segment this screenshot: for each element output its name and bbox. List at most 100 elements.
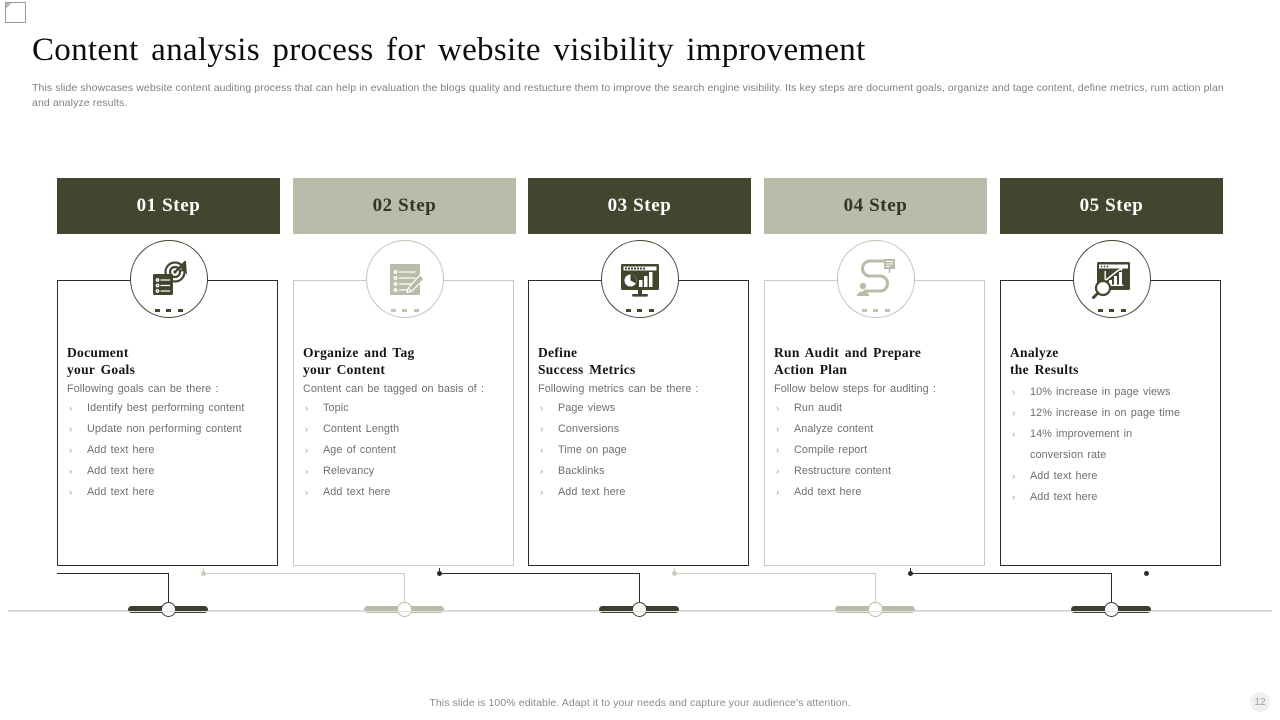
- timeline-node-5[interactable]: [1104, 602, 1119, 617]
- step-header-3[interactable]: 03 Step: [528, 178, 751, 234]
- timeline-riser-5: [1111, 573, 1112, 602]
- list-item-label: Add text here: [87, 465, 155, 477]
- timeline-node-4[interactable]: [868, 602, 883, 617]
- step-header-5[interactable]: 05 Step: [1000, 178, 1223, 234]
- list-item-label: Run audit: [794, 402, 843, 414]
- step-title-line1: Define: [538, 345, 578, 360]
- list-item-label: Add text here: [558, 486, 626, 498]
- list-item-label: Add text here: [323, 486, 391, 498]
- timeline: [0, 560, 1280, 630]
- chevron-right-icon: ›: [69, 403, 73, 414]
- list-item: › Conversions: [538, 419, 743, 440]
- list-item-label: Time on page: [558, 444, 627, 456]
- list-item: ›Analyze content: [774, 419, 979, 440]
- roadmap-path-icon: [836, 240, 915, 318]
- step-header-4[interactable]: 04 Step: [764, 178, 987, 234]
- timeline-riser-1: [168, 573, 169, 602]
- list-item-label: 12% increase in on page time: [1030, 407, 1181, 419]
- badge-dash-accent-2: [390, 309, 419, 313]
- chevron-right-icon: ›: [305, 487, 309, 498]
- list-item-label: Relevancy: [323, 465, 375, 477]
- list-item-label: Update non performing content: [87, 423, 242, 435]
- chevron-right-icon: ›: [1012, 492, 1016, 503]
- timeline-stub-2: [203, 568, 204, 573]
- list-item: ›Identify best performing content: [67, 398, 272, 419]
- chevron-right-icon: ›: [540, 466, 544, 477]
- chevron-right-icon: ›: [305, 466, 309, 477]
- step-title-line1: Document: [67, 345, 129, 360]
- chevron-right-icon: ›: [305, 424, 309, 435]
- step-title-line2: the Results: [1010, 362, 1079, 377]
- step-title-line2: Action Plan: [774, 362, 848, 377]
- step-title-line2: your Goals: [67, 362, 136, 377]
- list-item: › Compile report: [774, 440, 979, 461]
- step-header-2[interactable]: 02 Step: [293, 178, 516, 234]
- list-item: › Relevancy: [303, 461, 508, 482]
- chevron-right-icon: ›: [69, 466, 73, 477]
- chevron-right-icon: ›: [776, 487, 780, 498]
- timeline-stub-3: [439, 568, 440, 573]
- list-item-label: Restructure content: [794, 465, 892, 477]
- step-title-1: Document your Goals: [67, 344, 272, 378]
- step-intro-4: Follow below steps for auditing :: [774, 383, 936, 395]
- timeline-arm-5: [910, 573, 1111, 574]
- list-item-label: Topic: [323, 402, 349, 414]
- list-item-label: Compile report: [794, 444, 868, 456]
- list-item-label: Backlinks: [558, 465, 605, 477]
- list-item-label: Age of content: [323, 444, 397, 456]
- chevron-right-icon: ›: [776, 403, 780, 414]
- list-item: ›Age of content: [303, 440, 508, 461]
- step-bullet-list-1: ›Identify best performing content›Update…: [67, 398, 272, 503]
- list-item-label: Add text here: [87, 486, 155, 498]
- timeline-node-1[interactable]: [161, 602, 176, 617]
- list-item: › Content Length: [303, 419, 508, 440]
- list-item: › Add text here: [67, 482, 272, 503]
- badge-dash-accent-1: [154, 309, 183, 313]
- chevron-right-icon: ›: [305, 403, 309, 414]
- list-item: ›14% improvement in conversion rate: [1010, 424, 1215, 466]
- page-number: 12: [1250, 692, 1270, 712]
- step-bullet-list-2: ›Topic›Content Length›Age of content›Rel…: [303, 398, 508, 503]
- badge-dash-accent-5: [1097, 309, 1126, 313]
- chevron-right-icon: ›: [540, 424, 544, 435]
- document-edit-icon: [365, 240, 444, 318]
- chevron-right-icon: ›: [776, 445, 780, 456]
- list-item: ›Add text here: [774, 482, 979, 503]
- list-item: › Add text here: [67, 461, 272, 482]
- list-item-label: Content Length: [323, 423, 400, 435]
- chevron-right-icon: ›: [69, 487, 73, 498]
- timeline-stub-5: [910, 568, 911, 573]
- list-item: › Run audit: [774, 398, 979, 419]
- step-intro-3: Following metrics can be there :: [538, 383, 699, 395]
- timeline-riser-4: [875, 573, 876, 602]
- page-subtitle: This slide showcases website content aud…: [32, 82, 1224, 109]
- list-item: › Update non performing content: [67, 419, 272, 440]
- step-bullet-list-5: ›10% increase in page views›12% increase…: [1010, 382, 1215, 508]
- page-title: Content analysis process for website vis…: [32, 32, 866, 68]
- timeline-dot-3: [437, 571, 442, 576]
- timeline-node-3[interactable]: [632, 602, 647, 617]
- timeline-riser-3: [639, 573, 640, 602]
- list-item-label: Add text here: [1030, 491, 1098, 503]
- list-item-label: Conversions: [558, 423, 620, 435]
- step-title-line1: Analyze: [1010, 345, 1059, 360]
- step-title-5: Analyze the Results: [1010, 344, 1215, 378]
- timeline-dot-4: [672, 571, 677, 576]
- timeline-node-2[interactable]: [397, 602, 412, 617]
- step-title-line2: Success Metrics: [538, 362, 636, 377]
- chevron-right-icon: ›: [69, 424, 73, 435]
- badge-dash-accent-4: [861, 309, 890, 313]
- timeline-stub-4: [674, 568, 675, 573]
- step-header-1[interactable]: 01 Step: [57, 178, 280, 234]
- list-item: › Add text here: [1010, 487, 1215, 508]
- list-item: ›Add text here: [538, 482, 743, 503]
- timeline-arm-1: [57, 573, 168, 574]
- monitor-analytics-icon: [600, 240, 679, 318]
- list-item: ›Restructure content: [774, 461, 979, 482]
